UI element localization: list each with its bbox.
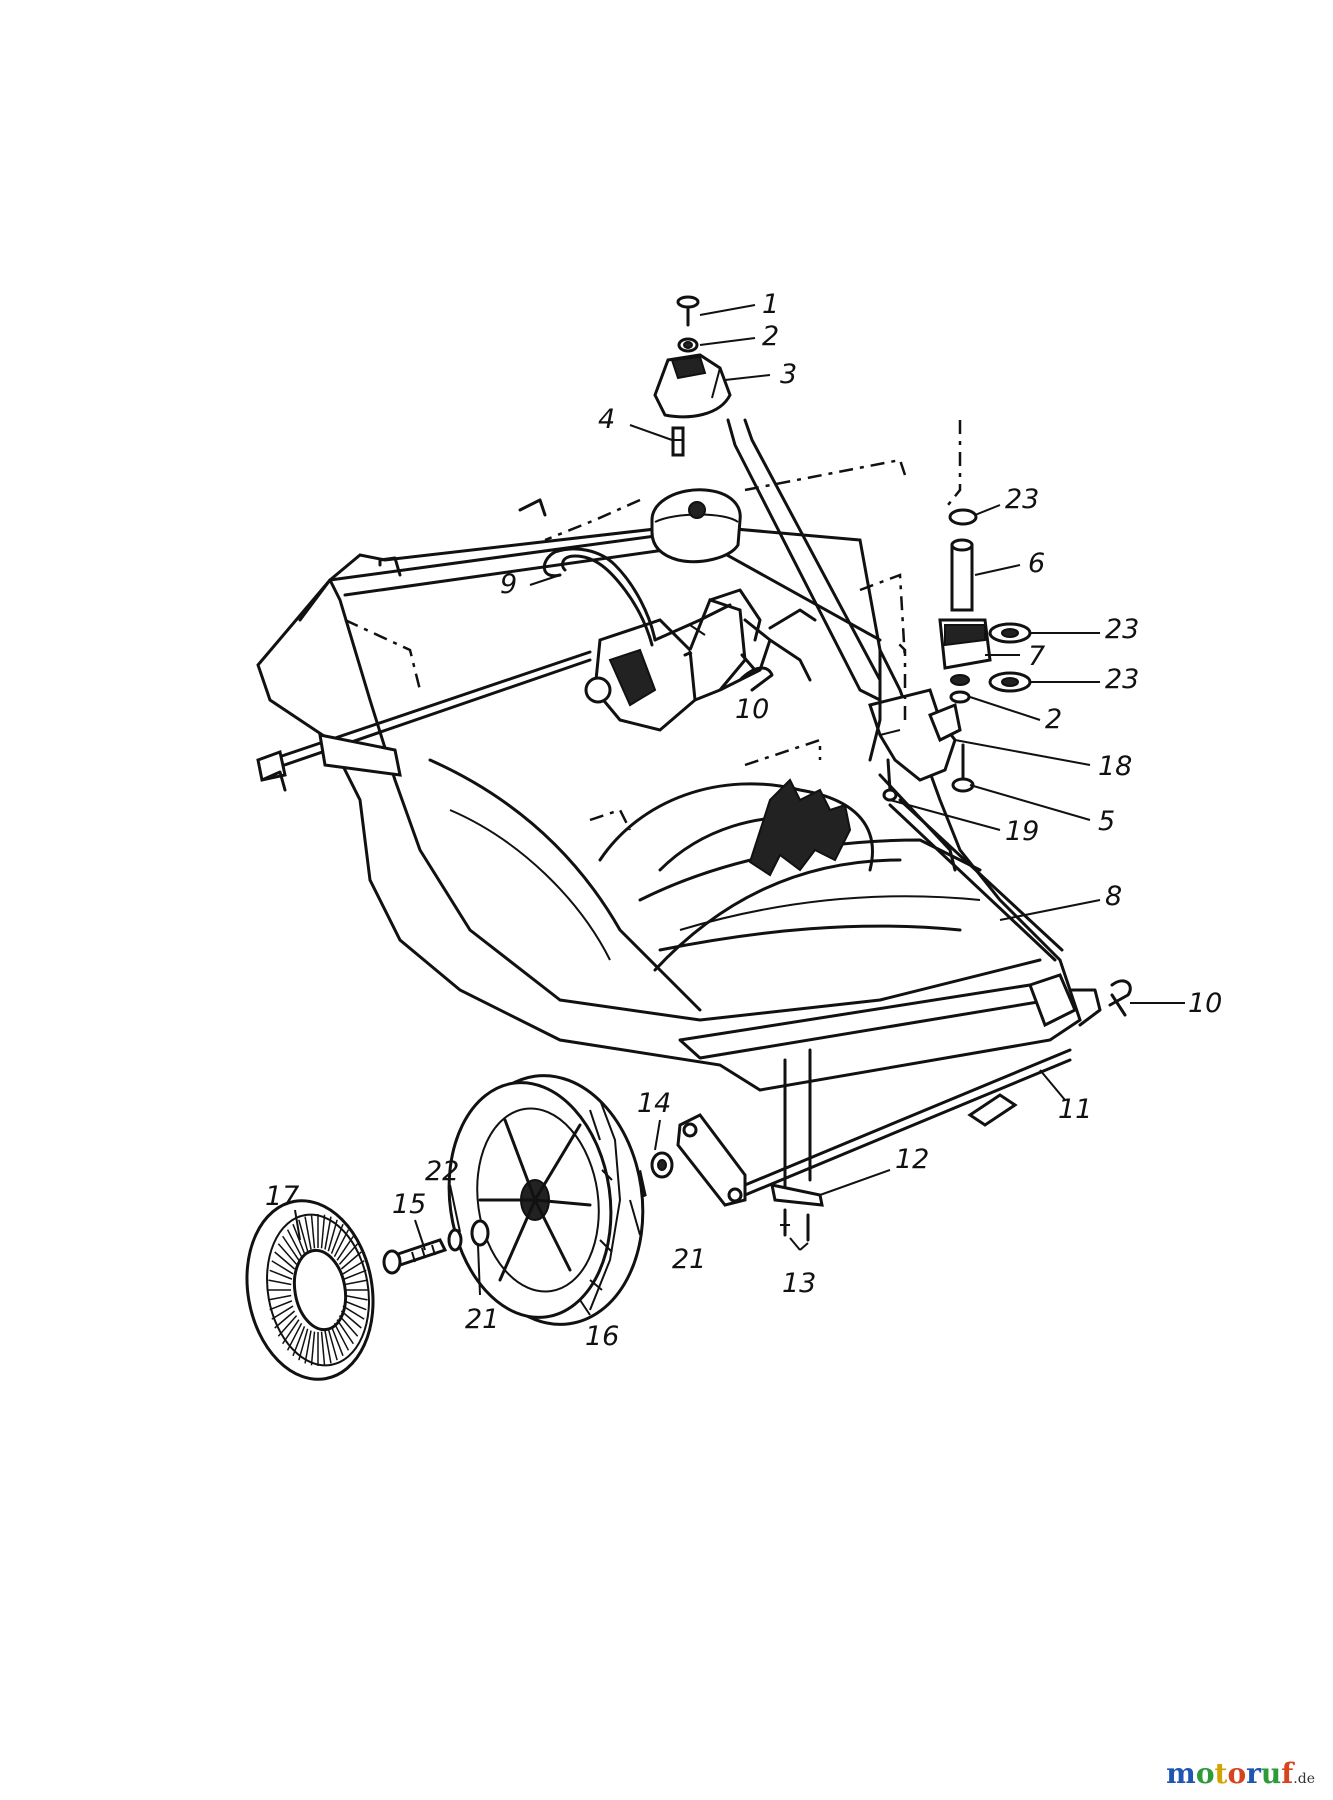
hubcap-ridge: [340, 1310, 362, 1329]
hubcap-ridges: [268, 1214, 368, 1366]
hubcap-ridge: [277, 1315, 298, 1337]
hubcap-ridge: [342, 1260, 365, 1275]
height-knob-assembly: [653, 295, 732, 457]
hubcap-ridge: [338, 1315, 359, 1337]
hubcap-ridge: [344, 1294, 368, 1301]
callout-21-b: 21: [465, 1304, 499, 1335]
hubcap-ridge: [327, 1328, 338, 1361]
hubcap-ridge: [268, 1294, 292, 1301]
callout-6: 6: [1028, 548, 1045, 579]
mower-deck: [256, 418, 1082, 1092]
callout-3: 3: [780, 359, 797, 390]
callout-23: 23: [1005, 484, 1039, 515]
watermark-letter: t: [1214, 1757, 1228, 1790]
watermark-letter: o: [1227, 1757, 1247, 1790]
front-axle: [743, 798, 1102, 1197]
callout-8: 8: [1105, 881, 1122, 912]
watermark-letter: u: [1260, 1757, 1282, 1790]
hubcap-ridge: [277, 1243, 298, 1265]
hubcap-ridge: [298, 1219, 309, 1252]
hubcap-ridge: [336, 1235, 354, 1261]
hubcap-ridge: [333, 1322, 350, 1351]
hubcap-ridge: [271, 1260, 294, 1275]
hubcap-ridge: [286, 1322, 303, 1351]
hubcap-ridge: [344, 1279, 368, 1286]
watermark-letter: m: [1166, 1757, 1196, 1790]
hubcap-ridge: [340, 1251, 362, 1270]
hubcap-ridge: [268, 1279, 292, 1286]
watermark-logo: motoruf: [1166, 1757, 1293, 1790]
hubcap-ridge: [282, 1235, 300, 1261]
hubcap-ridge: [324, 1330, 332, 1364]
hubcap-ridge: [330, 1326, 344, 1357]
callout-14: 14: [637, 1088, 671, 1119]
leader-lines: [294, 304, 1185, 1316]
callout-23-b: 23: [1105, 614, 1139, 645]
watermark-letter: o: [1195, 1757, 1215, 1790]
rear-axle: [256, 650, 592, 792]
hubcap-ridge: [343, 1269, 367, 1280]
callout-17: 17: [265, 1181, 299, 1212]
hub-fasteners: [382, 1219, 490, 1275]
callout-labels: 1 2 3 4 23 6 9 23 7 23 10 2 18 5 19 8 10…: [265, 289, 1222, 1352]
hubcap-ridge: [304, 1216, 312, 1250]
callout-5: 5: [1098, 806, 1115, 837]
hubcap-ridge: [320, 1214, 326, 1249]
hubcap-ridge: [269, 1269, 293, 1280]
watermark-suffix: .de: [1293, 1771, 1315, 1787]
hubcap-ridge: [336, 1319, 354, 1345]
hubcap-ridge: [282, 1319, 300, 1345]
hubcap-part-17: [245, 1199, 375, 1381]
hubcap-ridge: [342, 1305, 365, 1320]
hubcap-ridge: [310, 1331, 316, 1366]
callout-23-c: 23: [1105, 664, 1139, 695]
callout-10-b: 10: [1188, 988, 1222, 1019]
callout-10: 10: [735, 694, 769, 725]
callout-7: 7: [1028, 641, 1045, 672]
height-adjust-spindle: [859, 420, 1032, 872]
callout-18: 18: [1098, 751, 1132, 782]
callout-11: 11: [1058, 1094, 1092, 1125]
hubcap-ridge: [304, 1330, 312, 1364]
hubcap-ridge: [269, 1300, 293, 1311]
hubcap-ridge: [324, 1216, 332, 1250]
callout-22: 22: [425, 1156, 459, 1187]
hubcap-ridge: [343, 1300, 367, 1311]
hubcap-ridge: [292, 1326, 306, 1357]
cable-part-9: [542, 547, 732, 647]
hubcap-ridge: [286, 1229, 303, 1258]
cotter-pin-right: [1108, 979, 1132, 1017]
hubcap-ridge: [271, 1305, 294, 1320]
hubcap-ridge: [330, 1223, 344, 1254]
hubcap-ridge: [298, 1328, 309, 1361]
callout-15: 15: [392, 1189, 426, 1220]
hubcap-ridge: [274, 1310, 296, 1329]
callout-21: 21: [672, 1244, 706, 1275]
callout-2: 2: [762, 321, 779, 352]
hubcap-ridge: [274, 1251, 296, 1270]
callout-2-b: 2: [1045, 704, 1062, 735]
hubcap-ridge: [338, 1243, 359, 1265]
motor-housing: [544, 458, 907, 564]
hubcap-ridge: [310, 1214, 316, 1249]
motoruf-watermark: motoruf.de: [1166, 1757, 1315, 1790]
wheel-part-16: [447, 1074, 645, 1326]
callout-1: 1: [762, 289, 779, 320]
watermark-letter: f: [1281, 1757, 1294, 1790]
callout-9: 9: [500, 569, 517, 600]
cotter-pin-left: [738, 653, 774, 692]
watermark-letter: r: [1246, 1757, 1261, 1790]
wheel-arm: [676, 1113, 824, 1242]
gearbox: [584, 588, 817, 732]
hubcap-ridge: [327, 1219, 338, 1252]
callout-12: 12: [895, 1144, 929, 1175]
callout-19: 19: [1005, 816, 1039, 847]
callout-13: 13: [782, 1268, 816, 1299]
hubcap-ridge: [333, 1229, 350, 1258]
callout-4: 4: [598, 404, 615, 435]
hubcap-ridge: [320, 1331, 326, 1366]
hubcap-ridge: [292, 1223, 306, 1254]
callout-16: 16: [585, 1321, 619, 1352]
